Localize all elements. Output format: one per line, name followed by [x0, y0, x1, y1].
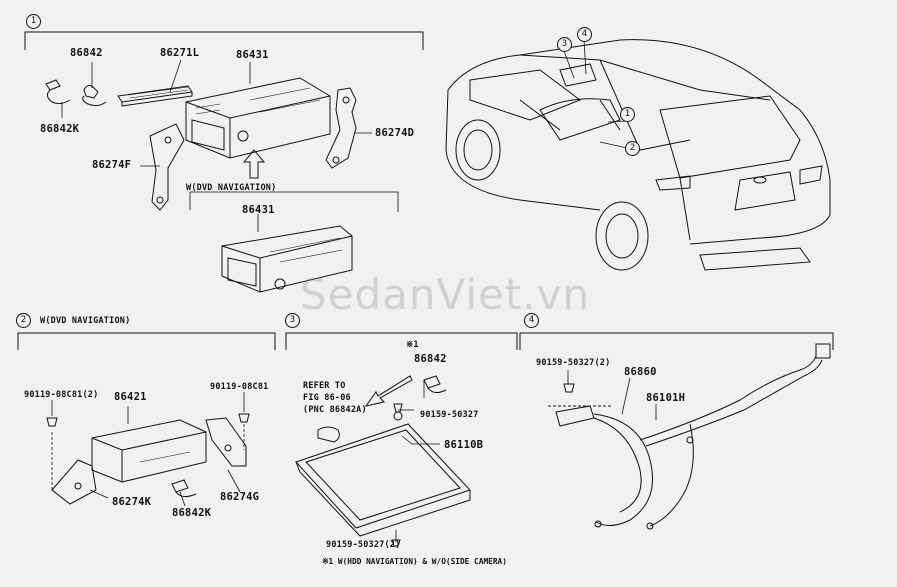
unit-86431-drawing — [185, 77, 331, 159]
connector-86842K-drawing — [171, 479, 197, 498]
watermark: SedanViet.vn — [300, 270, 591, 319]
bracket-86274K-drawing — [51, 459, 97, 505]
unit-86421-drawing — [91, 419, 207, 483]
part-90159-50327-2: 90159-50327(2) — [326, 540, 401, 550]
footnote: ※1 W(HDD NAVIGATION) & W/O(SIDE CAMERA) — [322, 557, 507, 566]
part-86431-dvd: 86431 — [242, 204, 275, 216]
part-86271L: 86271L — [160, 47, 200, 59]
part-86274K: 86274K — [112, 496, 152, 508]
section-2-leaders — [51, 392, 245, 507]
vehicle-drawing — [445, 39, 831, 271]
harness-86860-drawing — [555, 343, 831, 530]
vehicle-callout-3: 3 — [557, 37, 572, 52]
section-1-number: 1 — [26, 14, 41, 29]
section-2-bracket — [17, 332, 276, 350]
section-4-leaders — [567, 370, 657, 420]
ecu-86271L-drawing — [117, 85, 193, 107]
part-86421: 86421 — [114, 391, 147, 403]
connector-86842-s3-drawing — [317, 375, 447, 443]
bolts-section-2-drawing — [46, 413, 250, 427]
section-3-bracket — [285, 332, 518, 350]
refer-arrow-drawing — [364, 375, 413, 407]
vehicle-callout-leaders — [563, 39, 628, 149]
part-86274D: 86274D — [375, 127, 415, 139]
bracket-86274F-drawing — [149, 123, 185, 211]
note-mark: ※1 — [406, 340, 419, 350]
connector-86842-drawing — [45, 79, 107, 107]
part-86842-s3: 86842 — [414, 353, 447, 365]
vehicle-callout-4: 4 — [577, 27, 592, 42]
part-90119-08C81: 90119-08C81 — [210, 382, 269, 392]
part-86274G: 86274G — [220, 491, 260, 503]
display-86110B-drawing — [295, 403, 471, 547]
refer-line-2: FIG 86-06 — [303, 393, 351, 403]
part-86860: 86860 — [624, 366, 657, 378]
section-2-title: W(DVD NAVIGATION) — [40, 316, 131, 326]
vehicle-callout-1: 1 — [620, 107, 635, 122]
part-90159-50327-2-s4: 90159-50327(2) — [536, 358, 611, 368]
part-86842K-bottom: 86842K — [172, 507, 212, 519]
part-90119-08C81-2: 90119-08C81(2) — [24, 390, 99, 400]
section-3-number: 3 — [285, 313, 300, 328]
part-86101H: 86101H — [646, 392, 686, 404]
sub-label-dvd-navigation: W(DVD NAVIGATION) — [186, 183, 277, 193]
refer-line-1: REFER TO — [303, 381, 346, 391]
refer-line-3: (PNC 86842A) — [303, 405, 367, 415]
section-4-bracket — [519, 332, 834, 350]
part-86431: 86431 — [236, 49, 269, 61]
unit-86431-dvd-drawing — [221, 225, 353, 293]
bracket-86274D-drawing — [325, 87, 357, 169]
part-90159-50327: 90159-50327 — [420, 410, 479, 420]
section-4-number: 4 — [524, 313, 539, 328]
part-86110B: 86110B — [444, 439, 484, 451]
vehicle-callout-2: 2 — [625, 141, 640, 156]
part-86842: 86842 — [70, 47, 103, 59]
bracket-86274G-drawing — [205, 417, 247, 467]
part-86274F: 86274F — [92, 159, 132, 171]
section-2-number: 2 — [16, 313, 31, 328]
section-1-bracket — [24, 31, 424, 50]
part-86842K: 86842K — [40, 123, 80, 135]
arrow-up-drawing — [242, 149, 266, 179]
section-1-leaders — [61, 59, 399, 232]
bolt-section-4-drawing — [548, 383, 612, 407]
